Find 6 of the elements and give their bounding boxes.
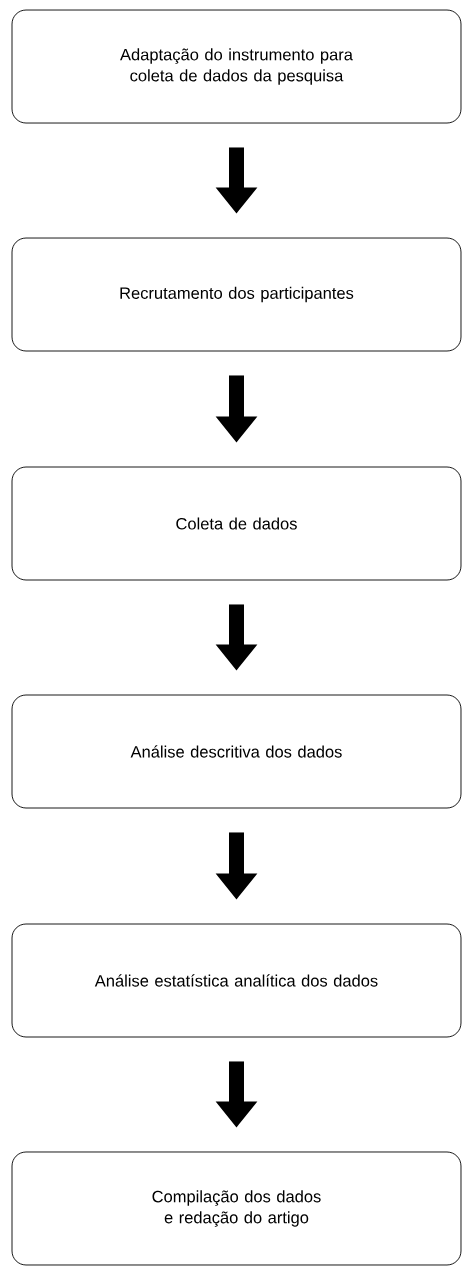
process-box: Adaptação do instrumento para coleta de dados da pesquisa — [11, 9, 462, 124]
process-box: Coleta de dados — [11, 466, 462, 581]
process-box: Recrutamento dos participantes — [11, 237, 462, 352]
process-box: Compilação dos dados e redação do artigo — [11, 1151, 462, 1266]
process-box: Análise descritiva dos dados — [11, 694, 462, 809]
process-box: Análise estatística analítica dos dados — [11, 923, 462, 1038]
